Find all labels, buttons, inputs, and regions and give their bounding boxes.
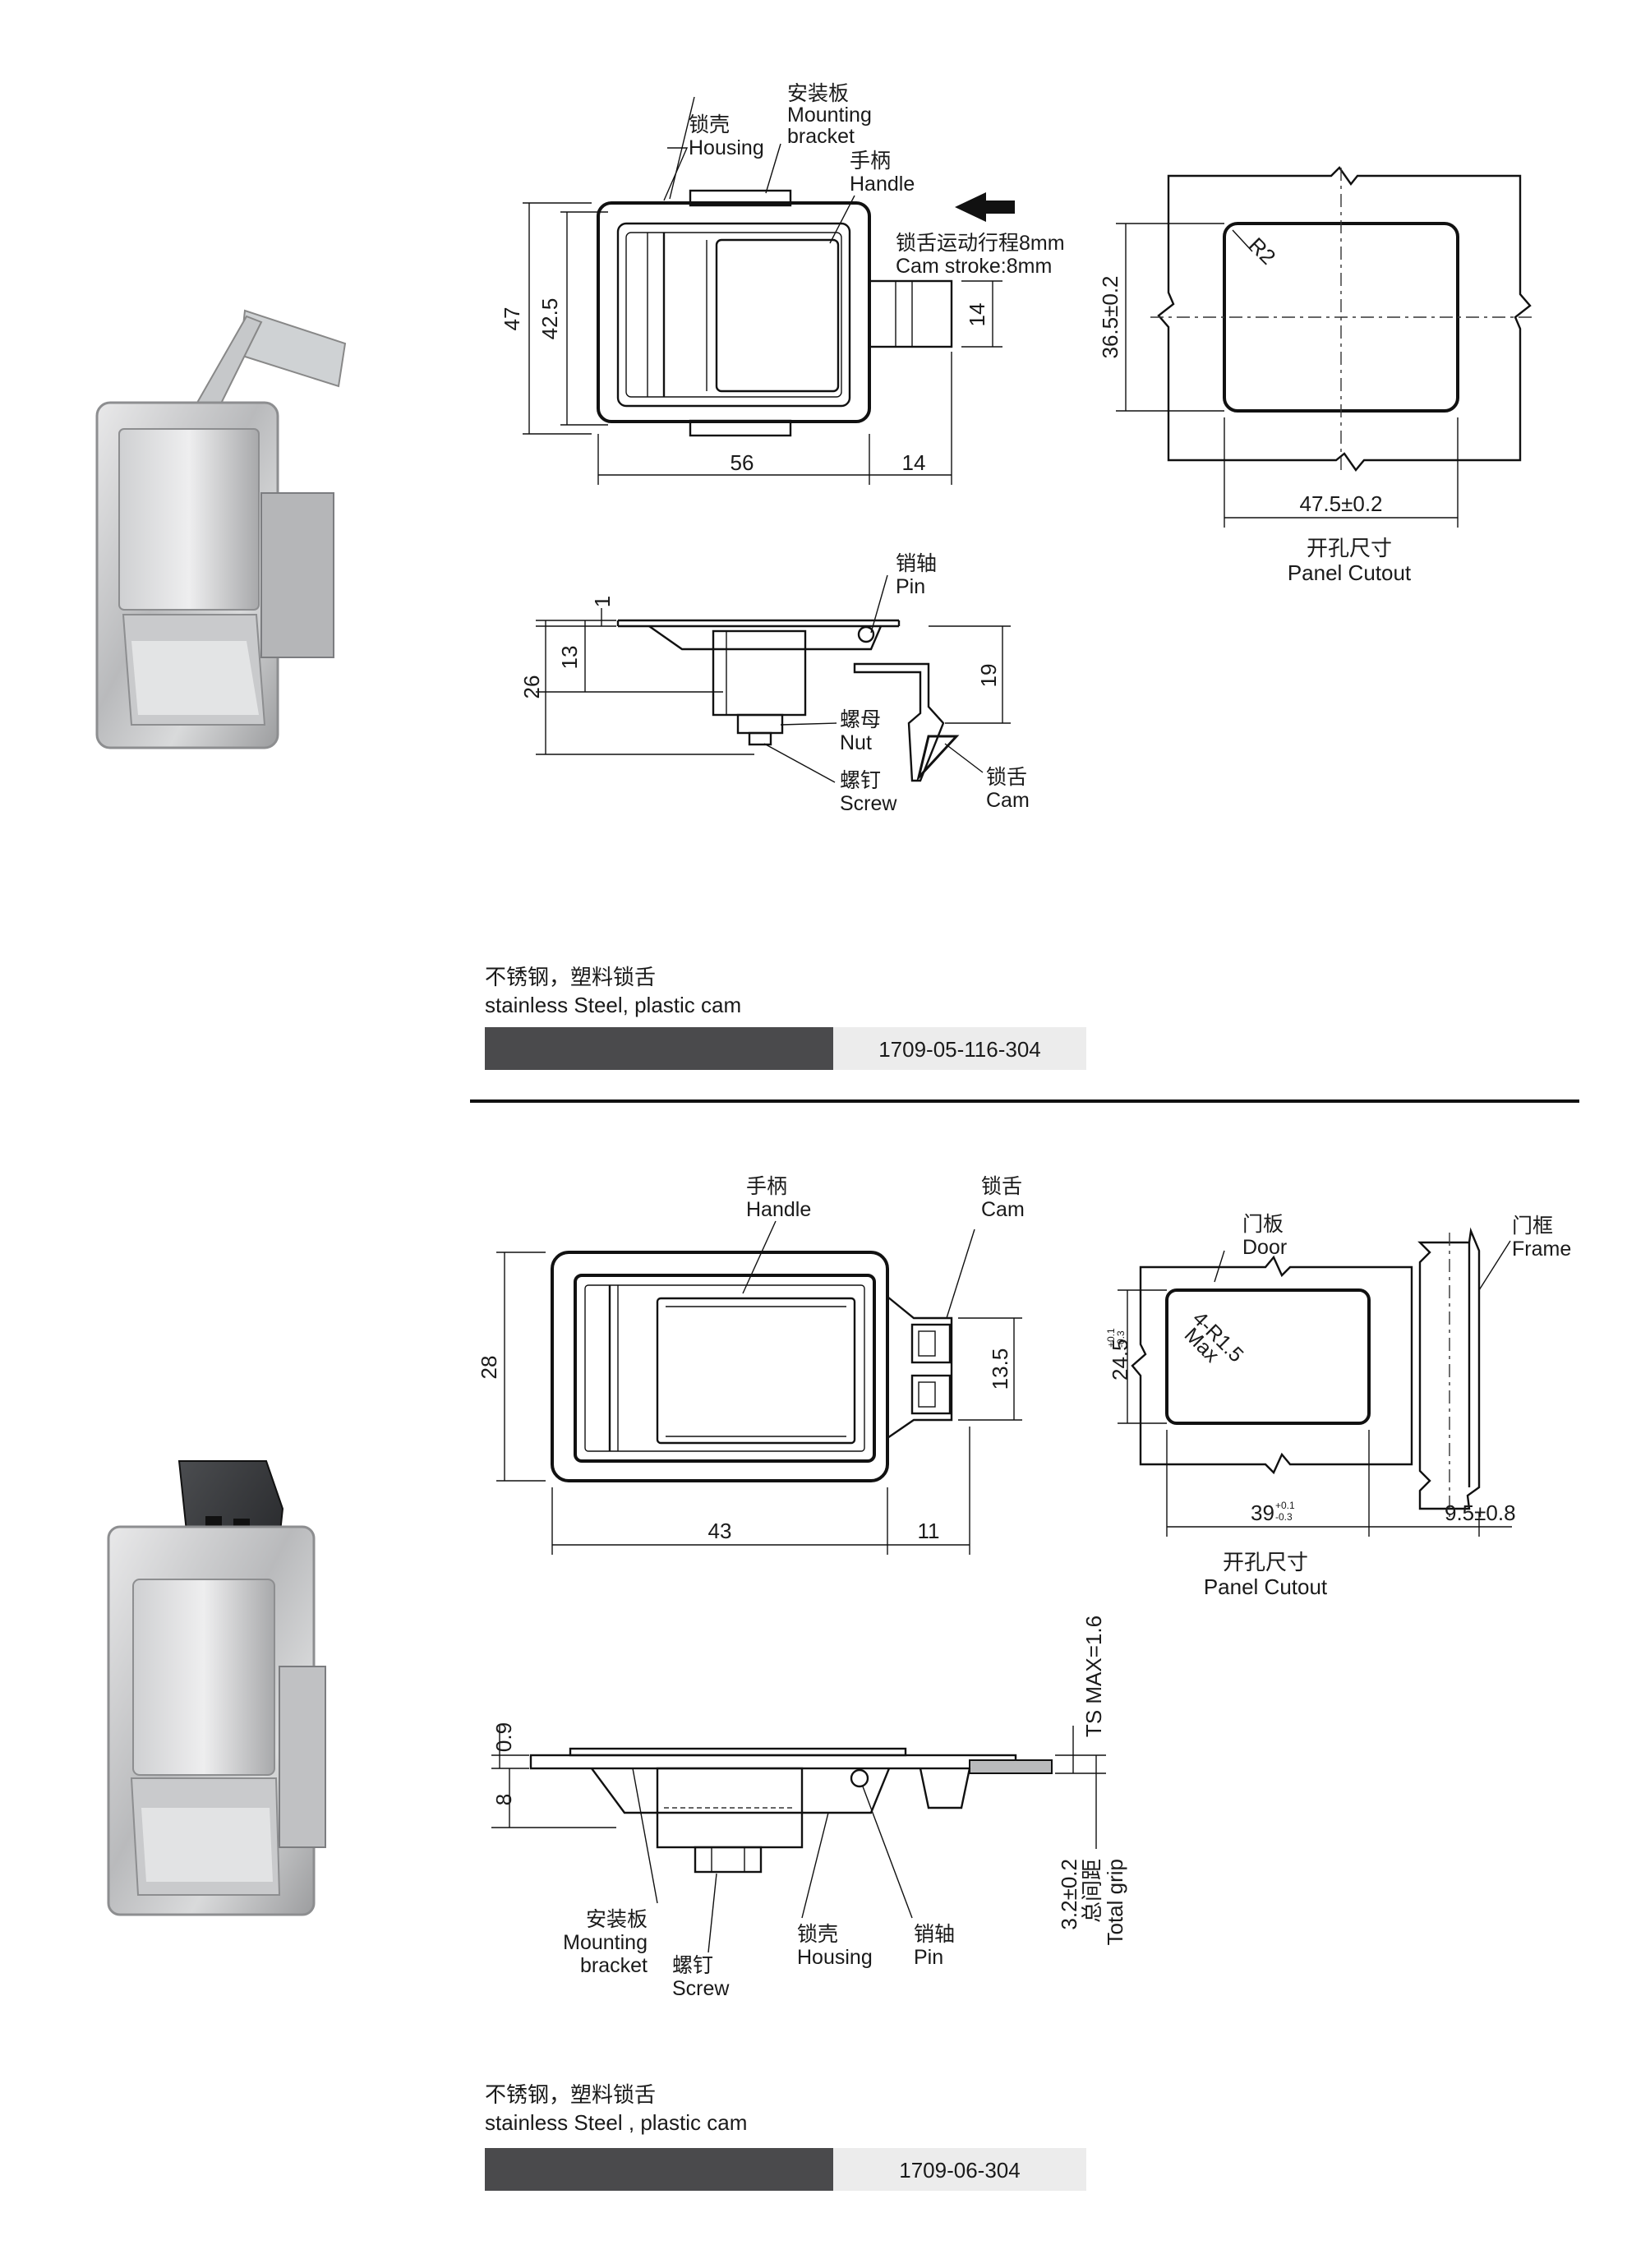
pin2-label-en: Pin [914, 1946, 943, 1969]
part-bar-light [833, 1027, 1086, 1070]
dim-13-5: 13.5 [988, 1348, 1012, 1390]
product-1-side-view: 1 13 26 19 销轴 Pin 螺母 Nut 螺钉 Screw 锁舌 Cam [519, 552, 1030, 815]
product-1: 47 42.5 56 14 14 锁壳 Housing 安装板 Mounting… [95, 82, 1532, 1070]
dim-19: 19 [976, 664, 1001, 688]
part2-bar-dark [485, 2148, 833, 2191]
dim-1: 1 [590, 596, 615, 607]
cutout-height: 36.5±0.2 [1098, 275, 1122, 358]
dim-11: 11 [918, 1519, 940, 1543]
cutout2-height: 24.5 [1108, 1339, 1132, 1381]
dim-28: 28 [477, 1356, 501, 1380]
material2-cn: 不锈钢，塑料锁舌 [485, 2082, 656, 2107]
part-bar-dark [485, 1027, 833, 1070]
cutout2-caption-cn: 开孔尺寸 [1223, 1550, 1308, 1574]
dim-13: 13 [557, 646, 582, 670]
cutout2-height-tol-up: +0.1 [1105, 1328, 1117, 1348]
bracket2-label-cn: 安装板 [586, 1908, 648, 1931]
housing2-label-cn: 锁壳 [797, 1923, 838, 1946]
cam2-label-cn: 锁舌 [981, 1175, 1022, 1198]
frame-dim: 9.5±0.8 [1445, 1500, 1516, 1525]
cutout2-width-tol-up: +0.1 [1275, 1500, 1295, 1511]
screw-label-en: Screw [840, 792, 897, 815]
radius-r2: R2 [1244, 233, 1281, 270]
pin-label-cn: 销轴 [896, 552, 937, 575]
ts-max: TS MAX=1.6 [1081, 1616, 1106, 1737]
handle2-label-en: Handle [746, 1198, 811, 1221]
stroke-label-en: Cam stroke:8mm [896, 255, 1052, 278]
grip-label-en: Total grip [1103, 1859, 1127, 1946]
dim-56: 56 [731, 450, 754, 475]
dim-14: 14 [902, 450, 926, 475]
screw-label-cn: 螺钉 [840, 769, 881, 792]
cutout2-height-tol-dn: -0.3 [1115, 1330, 1127, 1348]
cutout2-caption-en: Panel Cutout [1204, 1574, 1328, 1599]
product-2: 28 43 11 13.5 手柄 Handle 锁舌 Cam [107, 1175, 1571, 2191]
bracket-label-en2: bracket [787, 125, 855, 148]
cam-label-cn: 锁舌 [986, 766, 1027, 789]
grip-label-cn: 总间距 [1080, 1859, 1104, 1923]
product-2-photo [107, 1460, 326, 1916]
material-en: stainless Steel, plastic cam [485, 993, 741, 1017]
part-number: 1709-05-116-304 [878, 1037, 1041, 1062]
dim-42-5: 42.5 [537, 298, 562, 340]
cam-label-en: Cam [986, 789, 1030, 812]
dim-cam-14: 14 [965, 303, 989, 327]
door-label-cn: 门板 [1242, 1213, 1284, 1236]
pin2-label-cn: 销轴 [914, 1923, 955, 1946]
dim-8: 8 [491, 1794, 516, 1805]
housing-label-cn: 锁壳 [689, 113, 730, 136]
product-2-panel-cutout: 4-R1.5 Max 24.5 +0.1 -0.3 39 +0.1 -0.3 9… [1105, 1213, 1571, 1599]
frame-label-cn: 门框 [1512, 1215, 1553, 1238]
bracket-label-en1: Mounting [787, 104, 872, 127]
cutout2-width: 39 [1251, 1500, 1274, 1525]
bracket2-label-en2: bracket [580, 1954, 648, 1977]
bracket2-label-en1: Mounting [563, 1931, 648, 1954]
door-label-en: Door [1242, 1236, 1287, 1259]
housing2-label-en: Housing [797, 1946, 873, 1969]
housing-label-en: Housing [689, 136, 764, 159]
handle-label-en: Handle [850, 173, 915, 196]
nut-label-en: Nut [840, 731, 872, 754]
nut-label-cn: 螺母 [840, 708, 881, 731]
material-cn: 不锈钢，塑料锁舌 [485, 965, 656, 989]
material2-en: stainless Steel , plastic cam [485, 2110, 747, 2135]
stroke-label-cn: 锁舌运动行程8mm [896, 232, 1065, 255]
dim-26: 26 [519, 675, 544, 699]
screw2-label-en: Screw [672, 1977, 730, 2000]
screw2-label-cn: 螺钉 [672, 1954, 713, 1977]
product-1-photo [95, 309, 347, 749]
dim-43: 43 [708, 1519, 732, 1543]
dim-47: 47 [500, 307, 524, 331]
handle2-label-cn: 手柄 [746, 1175, 787, 1198]
cam2-label-en: Cam [981, 1198, 1025, 1221]
product-2-front-view: 28 43 11 13.5 手柄 Handle 锁舌 Cam [477, 1175, 1025, 1555]
part2-number: 1709-06-304 [899, 2158, 1020, 2183]
bracket-label-cn: 安装板 [787, 82, 849, 105]
grip-value: 3.2±0.2 [1057, 1859, 1081, 1930]
cutout-caption-en: Panel Cutout [1288, 560, 1412, 585]
frame-label-en: Frame [1512, 1238, 1571, 1261]
cutout-width: 47.5±0.2 [1299, 491, 1382, 516]
pin-label-en: Pin [896, 575, 925, 598]
product-2-side-view: 0.9 8 TS MAX=1.6 3.2±0.2 总间距 Total grip … [491, 1616, 1127, 2000]
cutout-caption-cn: 开孔尺寸 [1307, 536, 1392, 560]
handle-label-cn: 手柄 [850, 150, 891, 173]
product-1-panel-cutout: R2 36.5±0.2 47.5±0.2 开孔尺寸 Panel Cutout [1098, 166, 1532, 585]
dim-0-9: 0.9 [491, 1722, 516, 1752]
cutout2-width-tol-dn: -0.3 [1275, 1511, 1293, 1523]
product-1-front-view: 47 42.5 56 14 14 锁壳 Housing 安装板 Mounting… [500, 82, 1065, 485]
part2-bar-light [833, 2148, 1086, 2191]
